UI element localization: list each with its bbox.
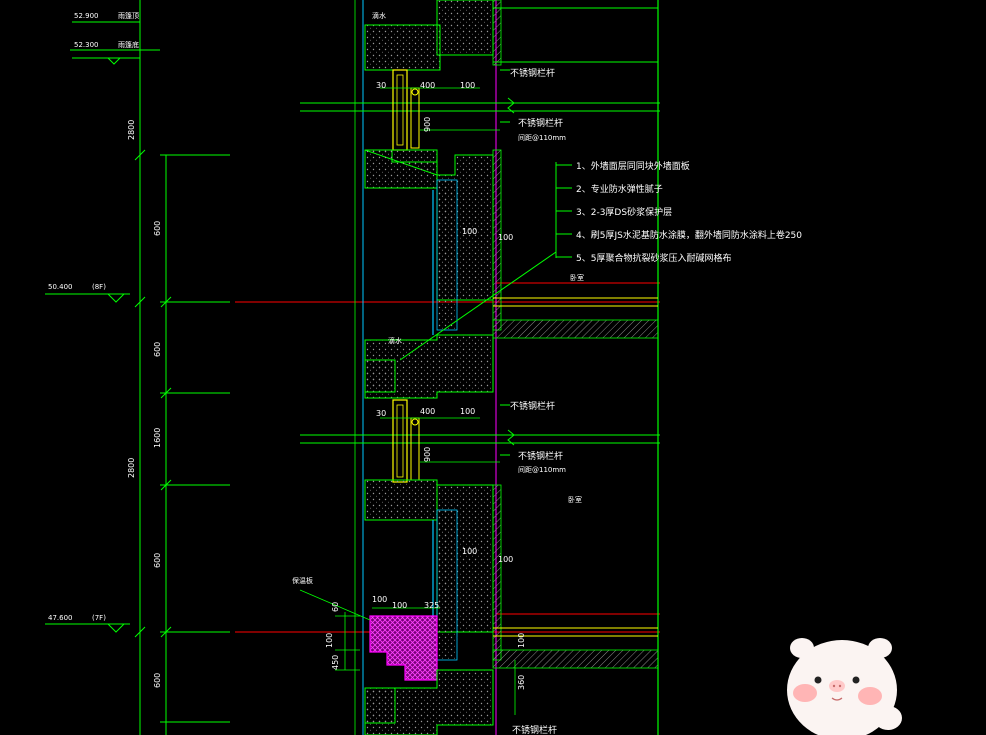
dim-30-a: 30 [376, 81, 386, 90]
layer-1: 1、外墙面层同同块外墙面板 [576, 160, 690, 172]
slab-top [364, 0, 658, 71]
wall-section-lower [299, 479, 659, 735]
dim-wall-100-b: 100 [498, 233, 513, 242]
wall-axis-lines [354, 0, 659, 735]
dim-900-a: 900 [423, 117, 432, 132]
label-railing-1: 不锈钢栏杆 [510, 67, 555, 79]
dim-wall-100-a: 100 [462, 227, 477, 236]
level-marks [45, 21, 140, 633]
railing-assembly-2 [300, 399, 660, 483]
dim-100-a: 100 [460, 81, 475, 90]
label-railing-4: 不锈钢栏杆 [518, 450, 563, 462]
label-railing-3: 不锈钢栏杆 [510, 400, 555, 412]
dim-450: 450 [331, 655, 340, 670]
layer-callout-leader [399, 162, 572, 361]
level-50400: 50.400 [48, 283, 73, 291]
label-railing-2-note: 间距@110mm [518, 134, 566, 142]
dim-60: 60 [331, 602, 340, 612]
label-dripline-2: 滴水 [372, 11, 386, 20]
label-insulation: 保温板 [292, 576, 313, 585]
dim-600-b: 600 [153, 342, 162, 357]
dim-100-e: 100 [325, 633, 334, 648]
layer-3: 3、2-3厚DS砂浆保护层 [576, 206, 672, 218]
dim-325: 325 [424, 601, 439, 610]
level-52900: 52.900 [74, 12, 99, 20]
label-railing-2: 不锈钢栏杆 [518, 117, 563, 129]
layer-2: 2、专业防水弹性腻子 [576, 183, 663, 195]
dim-360: 360 [517, 675, 526, 690]
layer-5: 5、5厚聚合物抗裂砂浆压入耐碱网格布 [576, 252, 731, 264]
level-50400-note: (8F) [92, 283, 106, 291]
dim-wall-100-c: 100 [462, 547, 477, 556]
level-47600: 47.600 [48, 614, 73, 622]
label-railing-5: 不锈钢栏杆 [512, 724, 557, 735]
dim-600-d: 600 [153, 673, 162, 688]
dim-100-c: 100 [372, 595, 387, 604]
dim-wall-100-d: 100 [498, 555, 513, 564]
dim-1600: 1600 [153, 428, 162, 448]
label-room-1: 卧室 [570, 273, 584, 282]
dimension-lines-left [70, 0, 230, 735]
level-52300-note: 雨篷底 [118, 40, 139, 49]
dim-900-b: 900 [423, 447, 432, 462]
wall-section-upper [364, 149, 659, 399]
label-dripline-1: 滴水 [388, 336, 402, 345]
railing-assembly-1 [300, 69, 660, 151]
dim-2800-b: 2800 [127, 458, 136, 478]
label-railing-4-note: 间距@110mm [518, 466, 566, 474]
layer-4: 4、刷5厚JS水泥基防水涂膜，翻外墙同防水涂料上卷250 [576, 229, 802, 241]
dim-100-b: 100 [460, 407, 475, 416]
dim-2800-a: 2800 [127, 120, 136, 140]
level-52900-note: 雨篷顶 [118, 11, 139, 20]
dim-400-a: 400 [420, 81, 435, 90]
dim-400-b: 400 [420, 407, 435, 416]
level-47600-note: (7F) [92, 614, 106, 622]
dim-100-d: 100 [392, 601, 407, 610]
label-room-2: 卧室 [568, 495, 582, 504]
dim-600-c: 600 [153, 553, 162, 568]
level-52300: 52.300 [74, 41, 99, 49]
pig-mascot-sticker [787, 638, 902, 735]
dim-100-f: 100 [517, 633, 526, 648]
dim-600-a: 600 [153, 221, 162, 236]
dim-30-b: 30 [376, 409, 386, 418]
